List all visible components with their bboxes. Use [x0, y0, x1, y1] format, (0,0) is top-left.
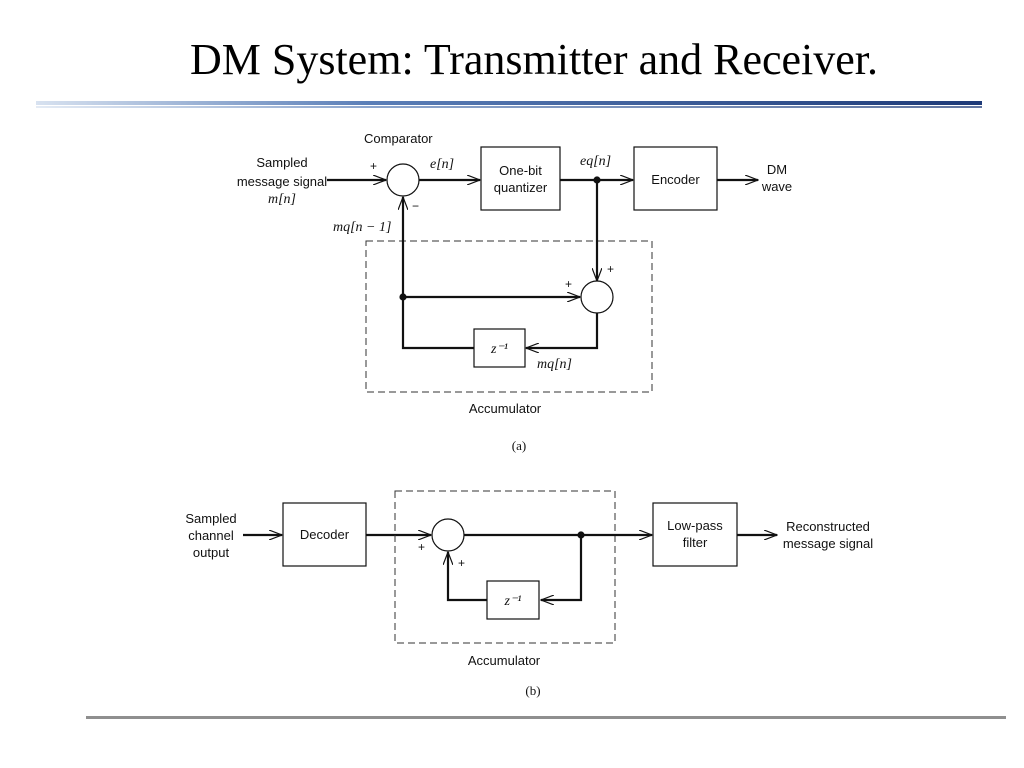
footer-divider — [86, 716, 1006, 719]
rx-input-line2: channel — [188, 528, 234, 543]
rx-output-line1: Reconstructed — [786, 519, 870, 534]
delay-to-comparator-arrow — [403, 197, 474, 350]
rx-accumulator-boundary — [394, 490, 616, 644]
rx-output-line2: message signal — [783, 536, 873, 551]
comparator-circle — [386, 163, 420, 197]
tx-delay-label: z⁻¹ — [490, 342, 508, 357]
tx-output-line1: DM — [767, 162, 787, 177]
encoder-label: Encoder — [651, 172, 700, 187]
rx-input-line1: Sampled — [185, 511, 236, 526]
quantized-signal-label: eq[n] — [580, 154, 611, 169]
rx-adder-plus-left: + — [418, 540, 425, 554]
quantizer-label-line1: One-bit — [499, 163, 542, 178]
rx-adder-circle — [431, 518, 465, 552]
accumulator-adder-circle — [580, 280, 614, 314]
tx-input-line1: Sampled — [256, 155, 307, 170]
comparator-minus-sign: − — [412, 199, 419, 213]
comparator-label: Comparator — [364, 131, 433, 146]
tx-accumulator-boundary — [365, 240, 653, 393]
title-divider — [36, 101, 982, 108]
lpf-label-line1: Low-pass — [667, 518, 723, 533]
comparator-plus-sign: + — [370, 159, 377, 173]
error-signal-label: e[n] — [430, 157, 454, 172]
rx-input-line3: output — [193, 545, 230, 560]
rx-adder-plus-bottom: + — [458, 556, 465, 570]
encoder-block — [633, 146, 718, 211]
low-pass-filter-block — [652, 502, 738, 567]
tx-input-line2: message signal — [237, 174, 327, 189]
accumulator-output-label: mq[n] — [537, 357, 572, 372]
slide-title: DM System: Transmitter and Receiver. — [189, 35, 879, 84]
quantizer-label-line2: quantizer — [494, 180, 548, 195]
adder-to-delay-arrow — [526, 313, 599, 348]
decoder-block — [282, 502, 367, 567]
tx-accumulator-label: Accumulator — [469, 401, 542, 416]
caption-a: (a) — [512, 438, 526, 453]
one-bit-quantizer-block — [480, 146, 561, 211]
decoder-label: Decoder — [300, 527, 350, 542]
transmitter-diagram: Comparator Sampled message signal m[n] +… — [237, 131, 792, 453]
node-to-delay-arrow — [541, 535, 583, 600]
caption-b: (b) — [525, 683, 540, 698]
adder-plus-left: + — [565, 277, 572, 291]
lpf-label-line2: filter — [683, 535, 708, 550]
tx-output-line2: wave — [761, 179, 792, 194]
delay-to-adder-arrow — [448, 552, 487, 602]
receiver-diagram: Sampled channel output Decoder + Accumul… — [185, 490, 873, 698]
rx-accumulator-label: Accumulator — [468, 653, 541, 668]
rx-delay-label: z⁻¹ — [503, 594, 521, 609]
adder-plus-top: + — [607, 262, 614, 276]
tx-input-symbol: m[n] — [268, 192, 296, 207]
feedback-signal-label: mq[n − 1] — [333, 220, 391, 235]
tx-delay-block — [473, 328, 526, 368]
